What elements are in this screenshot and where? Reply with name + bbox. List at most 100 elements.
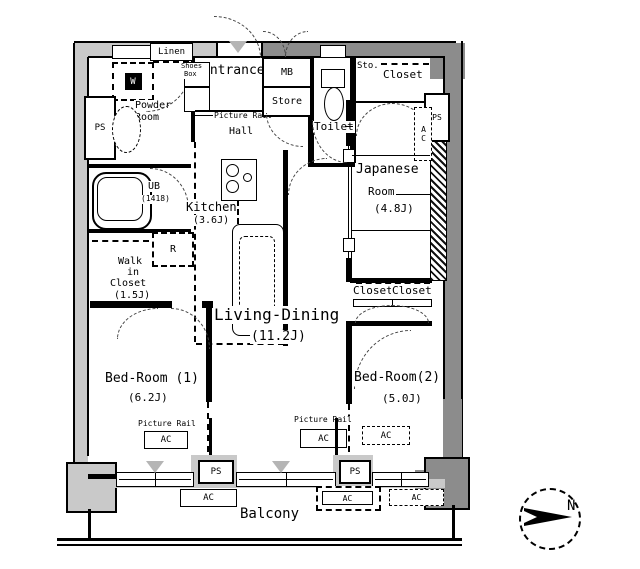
store-label: Store bbox=[271, 96, 303, 107]
toilet-bowl-icon bbox=[324, 87, 344, 121]
linen-label-box: Linen bbox=[150, 43, 193, 61]
ac-bed2-label: AC bbox=[380, 430, 392, 441]
ac-space-bed2: AC bbox=[362, 426, 410, 445]
bed1-picture-rail-label: Picture Rail bbox=[137, 419, 197, 429]
compass-north-label: N bbox=[567, 498, 576, 514]
ac-space-japanese: AC bbox=[414, 107, 432, 161]
mb-door-arc-right bbox=[285, 31, 308, 57]
ps-bottom-b-label: PS bbox=[349, 467, 361, 477]
window-living bbox=[236, 472, 336, 487]
burner-icon-2 bbox=[226, 180, 239, 193]
fridge-label: R bbox=[169, 244, 177, 255]
pipe-space-bottom-a: PS bbox=[198, 460, 234, 484]
counter-dashed-line bbox=[237, 200, 239, 224]
wall-kitchen-living bbox=[283, 150, 288, 346]
toilet-leader-line bbox=[345, 126, 353, 127]
toilet-window bbox=[320, 45, 346, 58]
wall-ub-wic bbox=[88, 229, 191, 233]
entrance-marker-triangle bbox=[229, 41, 247, 53]
closet-door-arc-right bbox=[392, 305, 429, 323]
wic-label-3: Closet bbox=[109, 278, 148, 289]
bed-room-1-label: Bed-Room (1) bbox=[104, 371, 200, 387]
shoes-box-label-2: Box bbox=[183, 70, 198, 79]
ac-outdoor-3-label: AC bbox=[411, 493, 422, 502]
wic-door-arc bbox=[117, 308, 158, 339]
shoes-box-lower bbox=[184, 87, 210, 112]
closet-door-leaf-right bbox=[392, 299, 432, 307]
stocloset-door-arc-left bbox=[356, 103, 393, 136]
fridge-space: R bbox=[152, 232, 194, 267]
window-bed2 bbox=[372, 472, 429, 487]
wall-bed1-top-a bbox=[90, 301, 172, 308]
ac-living-label: AC bbox=[318, 433, 329, 444]
burner-icon-1 bbox=[226, 164, 239, 177]
wall-toilet-bottom bbox=[308, 163, 354, 167]
wall-japanese-closet bbox=[350, 278, 432, 283]
ps-right-label: PS bbox=[432, 113, 442, 122]
balcony-label: Balcony bbox=[239, 506, 301, 523]
ac-space-living: AC bbox=[300, 429, 347, 448]
hall-label: Hall bbox=[228, 126, 255, 137]
ps-a-stem bbox=[209, 418, 212, 455]
ps-left-label: PS bbox=[94, 123, 106, 133]
stocloset-label: Closet bbox=[382, 68, 424, 82]
tatami-line-3 bbox=[352, 230, 430, 231]
window-bed1-marker-triangle bbox=[146, 461, 164, 473]
wall-powder-ub bbox=[88, 164, 191, 168]
tatami-line-2 bbox=[386, 194, 430, 195]
dashed-kitchen-living bbox=[196, 343, 284, 345]
store-door-arc bbox=[266, 113, 303, 147]
sliding-door-pull-2 bbox=[343, 238, 355, 252]
ac-outdoor-unit-3: AC bbox=[389, 489, 444, 506]
mb-label: MB bbox=[280, 67, 294, 78]
bed2-closet-hanger-rod bbox=[356, 282, 430, 284]
wic-label-1: Walk bbox=[117, 256, 144, 267]
wall-bed1-top-b bbox=[202, 301, 213, 308]
pipe-space-bottom-b: PS bbox=[339, 460, 371, 484]
wall-bed1-living bbox=[206, 308, 212, 402]
sliding-door-track-1 bbox=[348, 146, 349, 258]
japanese-window-shutter bbox=[430, 128, 447, 281]
ac-outdoor-unit-2-inner: AC bbox=[322, 491, 373, 505]
wall-right bbox=[445, 43, 462, 490]
window-bed1 bbox=[116, 472, 194, 487]
ac-space-bed1: AC bbox=[144, 431, 188, 449]
living-dining-label: Living-Dining bbox=[213, 305, 341, 324]
wall-top-right bbox=[263, 43, 445, 57]
wic-size-label: (1.5J) bbox=[113, 290, 152, 301]
japanese-room-label-1: Japanese bbox=[355, 162, 420, 178]
living-picture-rail-label: Picture Rail bbox=[293, 415, 353, 425]
hall-living-door-arc bbox=[288, 158, 327, 195]
living-dining-size-label: (11.2J) bbox=[250, 329, 307, 345]
washer-icon: W bbox=[124, 73, 142, 90]
dashed-bed2-living bbox=[348, 404, 350, 452]
kitchen-label: Kitchen bbox=[185, 200, 238, 215]
linen-shelf bbox=[112, 45, 151, 59]
ps-bottom-a-label: PS bbox=[210, 467, 222, 477]
bed2-closet-label-left: Closet bbox=[352, 284, 394, 298]
shoes-box-label-1: Shoes bbox=[180, 62, 204, 71]
japanese-room-size-label: (4.8J) bbox=[373, 202, 415, 216]
balcony-rail-tick-right bbox=[452, 505, 455, 539]
outline-right bbox=[461, 41, 463, 492]
bed1-door-arc bbox=[171, 308, 210, 349]
wall-stocloset-bottom bbox=[352, 101, 430, 103]
entrance-step-line bbox=[195, 110, 263, 112]
balcony-rail-tick-left bbox=[88, 509, 91, 539]
porch-edge-right bbox=[261, 41, 263, 57]
sto-label: Sto. bbox=[356, 61, 380, 72]
wall-toilet-closet bbox=[350, 57, 356, 167]
ac-outdoor-unit-2: AC bbox=[316, 486, 381, 511]
bed-room-2-label: Bed-Room(2) bbox=[353, 370, 442, 386]
bed-room-2-size-label: (5.0J) bbox=[381, 392, 423, 406]
bed2-closet-label-right: Closet bbox=[391, 284, 433, 298]
kitchen-size-label: (3.6J) bbox=[192, 215, 231, 226]
column-stem-bottom-right bbox=[443, 399, 462, 457]
burner-icon-3 bbox=[243, 173, 252, 182]
ac-japanese-label: AC bbox=[419, 125, 428, 143]
entrance-label: Entrance bbox=[201, 63, 266, 79]
sliding-door-track-2 bbox=[351, 146, 352, 258]
wall-bed2-living bbox=[346, 321, 352, 404]
meter-box: MB bbox=[262, 57, 312, 88]
